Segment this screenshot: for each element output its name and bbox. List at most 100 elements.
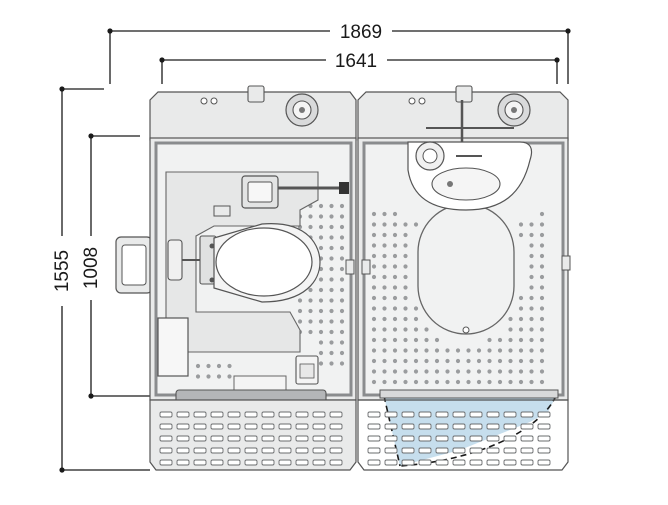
- step-slot: [452, 459, 466, 466]
- grate-dot: [371, 369, 377, 374]
- grate-dot: [227, 363, 232, 369]
- step-slot: [176, 423, 190, 430]
- grate-dot: [371, 211, 377, 217]
- grate-dot: [392, 211, 398, 217]
- step-slot: [227, 411, 241, 418]
- grate-dot: [529, 222, 534, 227]
- grate-dot: [392, 327, 398, 332]
- grate-dot: [539, 211, 545, 217]
- step-slot: [261, 459, 275, 466]
- grate-dot: [424, 369, 429, 374]
- toilet-icon: [199, 223, 321, 303]
- step-slot: [418, 459, 432, 466]
- grate-dot: [297, 308, 303, 314]
- step-slot: [227, 447, 241, 454]
- grate-dot: [339, 329, 345, 335]
- grate-dot: [466, 348, 471, 353]
- grate-dot: [445, 379, 450, 385]
- shower-drain: [462, 326, 470, 334]
- grate-dot: [403, 243, 408, 248]
- step-slot: [278, 435, 292, 442]
- grate-dot: [382, 327, 387, 332]
- dim-dot: [59, 467, 65, 473]
- grate-dot: [413, 327, 419, 332]
- grate-dot: [318, 361, 324, 366]
- grate-dot: [371, 348, 377, 353]
- grate-dot: [382, 316, 387, 322]
- step-slot: [193, 435, 207, 442]
- grate-dot: [529, 369, 534, 374]
- grate-dot: [539, 295, 545, 301]
- step-slot: [176, 447, 190, 454]
- grate-dot: [403, 295, 408, 301]
- grate-dot: [434, 348, 440, 353]
- grate-dot: [508, 369, 513, 374]
- seat-lever: [167, 239, 183, 281]
- step-slot: [537, 447, 551, 454]
- grate-dot: [371, 379, 377, 385]
- step-slot: [159, 423, 173, 430]
- step-slot: [401, 423, 415, 430]
- fan-icon: [285, 93, 319, 127]
- grate-dot: [329, 329, 334, 335]
- grate-dot: [392, 274, 398, 280]
- grate-dot: [403, 306, 408, 311]
- step-slot: [503, 447, 517, 454]
- grate-dot: [318, 308, 324, 314]
- grate-dot: [382, 369, 387, 374]
- grate-dot: [318, 235, 324, 240]
- grate-dot: [382, 285, 387, 290]
- grate-dot: [329, 256, 334, 261]
- grate-dot: [497, 348, 503, 353]
- step-slot: [452, 411, 466, 418]
- grate-dot: [476, 369, 482, 374]
- grate-dot: [329, 266, 334, 272]
- inner-height-label: 1008: [81, 247, 102, 289]
- step-slot: [435, 423, 449, 430]
- grate-dot: [413, 316, 419, 322]
- grate-dot: [308, 329, 313, 335]
- step-slot: [295, 423, 309, 430]
- grate-dot: [529, 274, 534, 280]
- step-slot: [329, 435, 343, 442]
- grate-dot: [318, 298, 324, 303]
- step-slot: [435, 459, 449, 466]
- grate-dot: [195, 363, 201, 369]
- grate-dot: [497, 337, 503, 343]
- step-slot: [486, 435, 500, 442]
- grate-dot: [392, 243, 398, 248]
- step-slot: [193, 447, 207, 454]
- step-slot: [401, 447, 415, 454]
- step-slot: [367, 423, 381, 430]
- roof-vent: [247, 85, 265, 103]
- step-slot: [176, 435, 190, 442]
- step-slot: [261, 435, 275, 442]
- grate-dot: [392, 232, 398, 238]
- step-slot: [227, 423, 241, 430]
- grate-dot: [455, 379, 461, 385]
- step-slot: [312, 411, 326, 418]
- step-slot: [312, 435, 326, 442]
- overall-height-label: 1555: [52, 250, 73, 292]
- step-slot: [295, 435, 309, 442]
- grate-dot: [371, 222, 377, 227]
- grate-dot: [487, 379, 492, 385]
- grate-dot: [476, 379, 482, 385]
- step-slot: [210, 459, 224, 466]
- grate-dot: [403, 264, 408, 269]
- grate-dot: [508, 316, 513, 322]
- step-slot: [401, 435, 415, 442]
- step-slot: [435, 435, 449, 442]
- grate-dot: [476, 358, 482, 364]
- grate-dot: [539, 222, 545, 227]
- grate-dot: [539, 253, 545, 259]
- grate-dot: [529, 264, 534, 269]
- step-slot: [384, 423, 398, 430]
- water-tray: [384, 396, 556, 466]
- grate-dot: [392, 253, 398, 259]
- inner-width-label: 1641: [335, 51, 377, 72]
- grate-dot: [329, 214, 334, 219]
- step-slot: [401, 411, 415, 418]
- grate-dot: [318, 245, 324, 251]
